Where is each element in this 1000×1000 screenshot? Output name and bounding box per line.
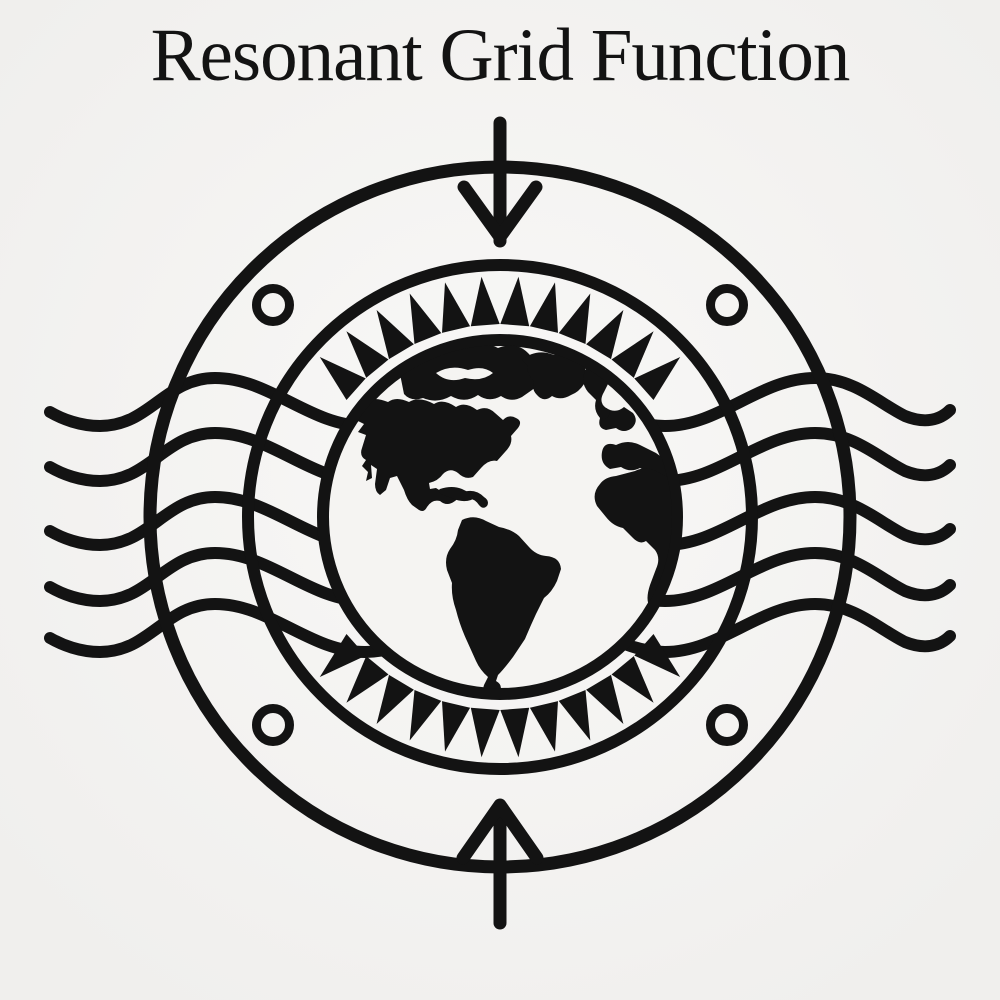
continent-north-america: [355, 399, 521, 511]
ring-triangle: [529, 282, 558, 333]
ring-triangle: [376, 310, 414, 360]
ring-triangle: [319, 634, 366, 677]
ring-triangle: [634, 634, 681, 677]
ring-triangle: [470, 276, 500, 327]
inner-band-circle: [242, 259, 758, 775]
ring-triangle: [500, 707, 530, 758]
ring-triangle: [611, 331, 654, 378]
continent-africa: [594, 468, 672, 610]
continent-europe-south: [601, 442, 672, 480]
ring-triangle: [558, 690, 591, 741]
globe-continents-icon: [355, 345, 672, 689]
ring-triangle: [409, 690, 442, 741]
ring-triangle: [346, 331, 389, 378]
page-title: Resonant Grid Function: [150, 14, 851, 97]
continent-arctic-island: [522, 352, 587, 400]
up-arrow-icon: [456, 798, 544, 930]
continent-scandinavia: [583, 364, 636, 431]
corner-ring-top-left-icon: [252, 284, 294, 326]
ring-triangle: [442, 282, 471, 333]
ring-triangle: [442, 701, 471, 752]
continent-south-america: [446, 517, 561, 689]
ring-triangle: [611, 656, 654, 703]
ring-triangle: [346, 656, 389, 703]
ring-triangle: [586, 674, 624, 724]
down-arrow-icon: [457, 116, 543, 248]
sun-triangle-ring-icon: [319, 276, 681, 758]
ring-triangle: [409, 293, 442, 344]
corner-dot-rings: [252, 284, 748, 746]
ring-triangle: [586, 310, 624, 360]
corner-ring-bottom-left-icon: [252, 704, 294, 746]
corner-ring-top-right-icon: [706, 284, 748, 326]
island-cuba: [438, 487, 475, 502]
ring-triangle: [376, 674, 414, 724]
ring-triangle: [319, 357, 366, 400]
ring-triangle: [470, 707, 500, 758]
ring-triangle: [500, 276, 530, 327]
island-britain: [598, 407, 610, 419]
corner-ring-bottom-right-icon: [706, 704, 748, 746]
ring-triangle: [558, 293, 591, 344]
ring-triangle: [634, 357, 681, 400]
ring-triangle: [529, 701, 558, 752]
